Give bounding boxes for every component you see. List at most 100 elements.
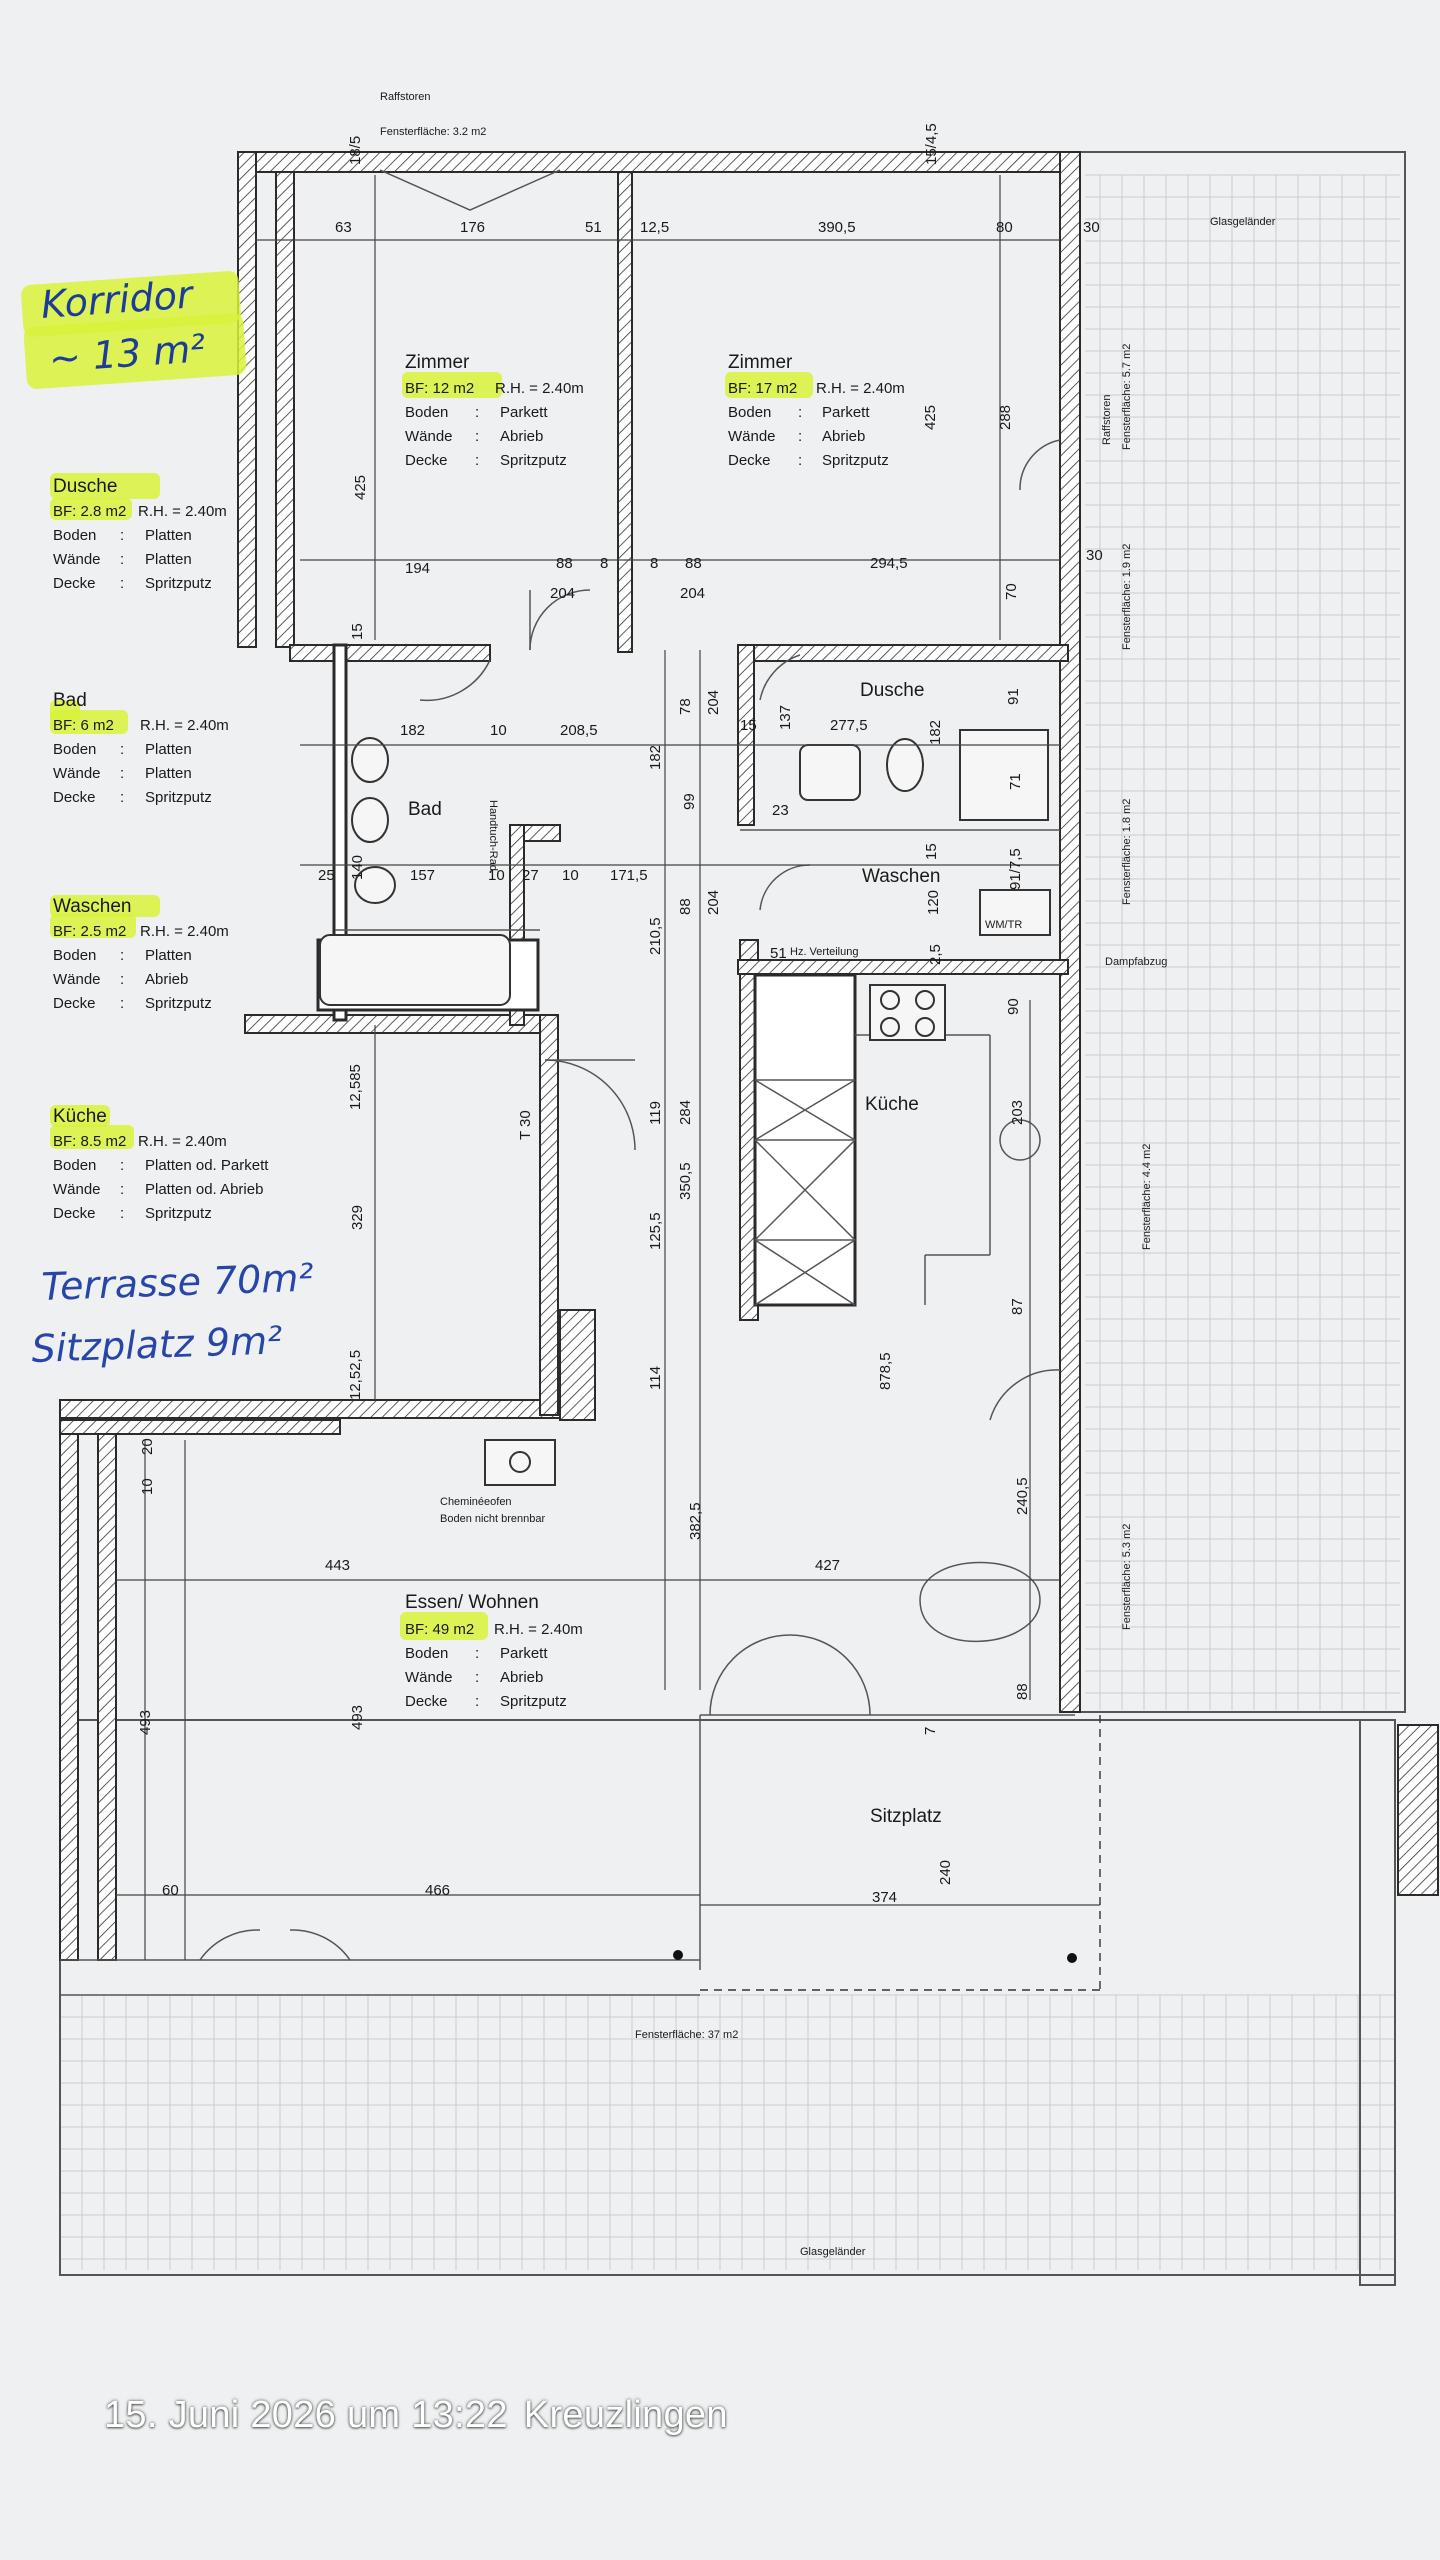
raffstoren-right-1: Raffstoren <box>1101 394 1113 445</box>
svg-text:88: 88 <box>685 555 702 572</box>
svg-text:Platten: Platten <box>145 947 192 964</box>
svg-text:Boden: Boden <box>53 741 96 758</box>
svg-text:51: 51 <box>770 945 787 962</box>
svg-text::: : <box>120 551 124 568</box>
svg-text:Wände: Wände <box>53 1181 101 1198</box>
svg-text:90: 90 <box>1005 998 1022 1015</box>
svg-text:390,5: 390,5 <box>818 219 856 236</box>
cheminee-label-2: Boden nicht brennbar <box>440 1513 546 1525</box>
svg-text:Boden: Boden <box>405 1645 448 1662</box>
fensterflaeche-r4: Fensterfläche: 4.4 m2 <box>1141 1144 1153 1250</box>
fensterflaeche-bottom-label: Fensterfläche: 37 m2 <box>635 2029 738 2041</box>
dimension-lines <box>116 175 1100 1960</box>
svg-text:87: 87 <box>1009 1298 1026 1315</box>
svg-text:329: 329 <box>349 1205 366 1230</box>
svg-text:88: 88 <box>677 898 694 915</box>
svg-text::: : <box>475 428 479 445</box>
svg-text:R.H. = 2.40m: R.H. = 2.40m <box>138 503 227 520</box>
exterior-walls <box>59 151 1081 1961</box>
svg-text:294,5: 294,5 <box>870 555 908 572</box>
svg-text:Spritzputz: Spritzputz <box>822 452 889 469</box>
svg-text:Wände: Wände <box>405 428 453 445</box>
svg-text:Decke: Decke <box>728 452 771 469</box>
svg-text:Zimmer: Zimmer <box>728 352 793 373</box>
svg-text:493: 493 <box>137 1710 154 1735</box>
svg-text:119: 119 <box>647 1101 664 1125</box>
svg-text:120: 120 <box>925 890 942 915</box>
svg-text:15: 15 <box>349 623 366 640</box>
svg-text:288: 288 <box>997 405 1014 430</box>
dampfabzug-label: Dampfabzug <box>1105 956 1167 968</box>
fixtures <box>319 729 1077 1963</box>
svg-text:60: 60 <box>162 1882 179 1899</box>
svg-text:878,5: 878,5 <box>877 1352 894 1390</box>
svg-text:Platten: Platten <box>145 741 192 758</box>
terrace-grid <box>59 174 1400 2270</box>
handwritten-sitzplatz: Sitzplatz 9m² <box>31 1318 283 1371</box>
svg-text:Essen/ Wohnen: Essen/ Wohnen <box>405 1592 539 1613</box>
svg-text:10: 10 <box>139 1478 156 1495</box>
svg-text:277,5: 277,5 <box>830 717 868 734</box>
label-handtuch: Handtuch-Rad. <box>487 800 499 874</box>
svg-text:182: 182 <box>927 720 944 745</box>
label-sitzplatz: Sitzplatz <box>870 1806 942 1827</box>
svg-text::: : <box>120 971 124 988</box>
svg-text:Decke: Decke <box>53 995 96 1012</box>
svg-text:Parkett: Parkett <box>500 404 548 421</box>
svg-text:Abrieb: Abrieb <box>145 971 188 988</box>
svg-text:88: 88 <box>556 555 573 572</box>
svg-text:Spritzputz: Spritzputz <box>500 452 567 469</box>
svg-text:8: 8 <box>650 555 658 572</box>
svg-text:208,5: 208,5 <box>560 722 598 739</box>
svg-text::: : <box>120 947 124 964</box>
svg-text:Platten: Platten <box>145 527 192 544</box>
svg-text:51: 51 <box>585 219 602 236</box>
svg-text:Spritzputz: Spritzputz <box>145 1205 212 1222</box>
svg-text:Wände: Wände <box>53 551 101 568</box>
raffstoren-label: Raffstoren <box>380 91 431 103</box>
room-zimmer-1: Zimmer BF: 12 m2 R.H. = 2.40m Boden : Pa… <box>405 352 584 469</box>
highlights <box>21 271 813 1640</box>
photo-location: Kreuzlingen <box>523 2394 728 2436</box>
svg-text:15: 15 <box>740 717 757 734</box>
svg-text:204: 204 <box>705 890 722 915</box>
svg-text:10: 10 <box>488 867 505 884</box>
svg-text::: : <box>120 765 124 782</box>
svg-text:80: 80 <box>996 219 1013 236</box>
svg-text::: : <box>120 995 124 1012</box>
svg-text:Decke: Decke <box>53 1205 96 1222</box>
svg-text:Platten: Platten <box>145 551 192 568</box>
svg-text:240: 240 <box>937 1860 954 1885</box>
svg-text::: : <box>475 404 479 421</box>
svg-text:Wände: Wände <box>405 1669 453 1686</box>
svg-text:BF: 8.5 m2: BF: 8.5 m2 <box>53 1133 126 1150</box>
svg-text:12,585: 12,585 <box>347 1064 364 1110</box>
svg-text:425: 425 <box>922 405 939 430</box>
svg-text:20: 20 <box>139 1438 156 1455</box>
svg-text:Bad: Bad <box>53 690 87 711</box>
svg-text:78: 78 <box>677 698 694 715</box>
svg-text:210,5: 210,5 <box>647 917 664 955</box>
svg-text:182: 182 <box>647 745 664 770</box>
svg-text:91: 91 <box>1005 688 1022 705</box>
dimension-texts: 63 176 51 12,5 390,5 80 30 425 425 288 1… <box>137 123 1103 1906</box>
svg-text:194: 194 <box>405 560 430 577</box>
svg-text::: : <box>475 1669 479 1686</box>
svg-text:63: 63 <box>335 219 352 236</box>
svg-text:Boden: Boden <box>405 404 448 421</box>
svg-text:Boden: Boden <box>53 1157 96 1174</box>
svg-text:203: 203 <box>1009 1100 1026 1125</box>
svg-text:R.H. = 2.40m: R.H. = 2.40m <box>140 923 229 940</box>
svg-text:BF: 12 m2: BF: 12 m2 <box>405 380 474 397</box>
svg-text:Spritzputz: Spritzputz <box>145 575 212 592</box>
svg-text:204: 204 <box>550 585 575 602</box>
svg-text:Wände: Wände <box>53 765 101 782</box>
cheminee-label-1: Cheminéeofen <box>440 1496 512 1508</box>
svg-text:427: 427 <box>815 1557 840 1574</box>
svg-text:BF: 17 m2: BF: 17 m2 <box>728 380 797 397</box>
svg-text:Decke: Decke <box>405 452 448 469</box>
handwritten-korridor: Korridor <box>40 272 197 327</box>
fensterflaeche-r5: Fensterfläche: 5.3 m2 <box>1121 1524 1133 1630</box>
svg-text:15: 15 <box>923 843 940 860</box>
svg-text:Dusche: Dusche <box>53 476 117 497</box>
